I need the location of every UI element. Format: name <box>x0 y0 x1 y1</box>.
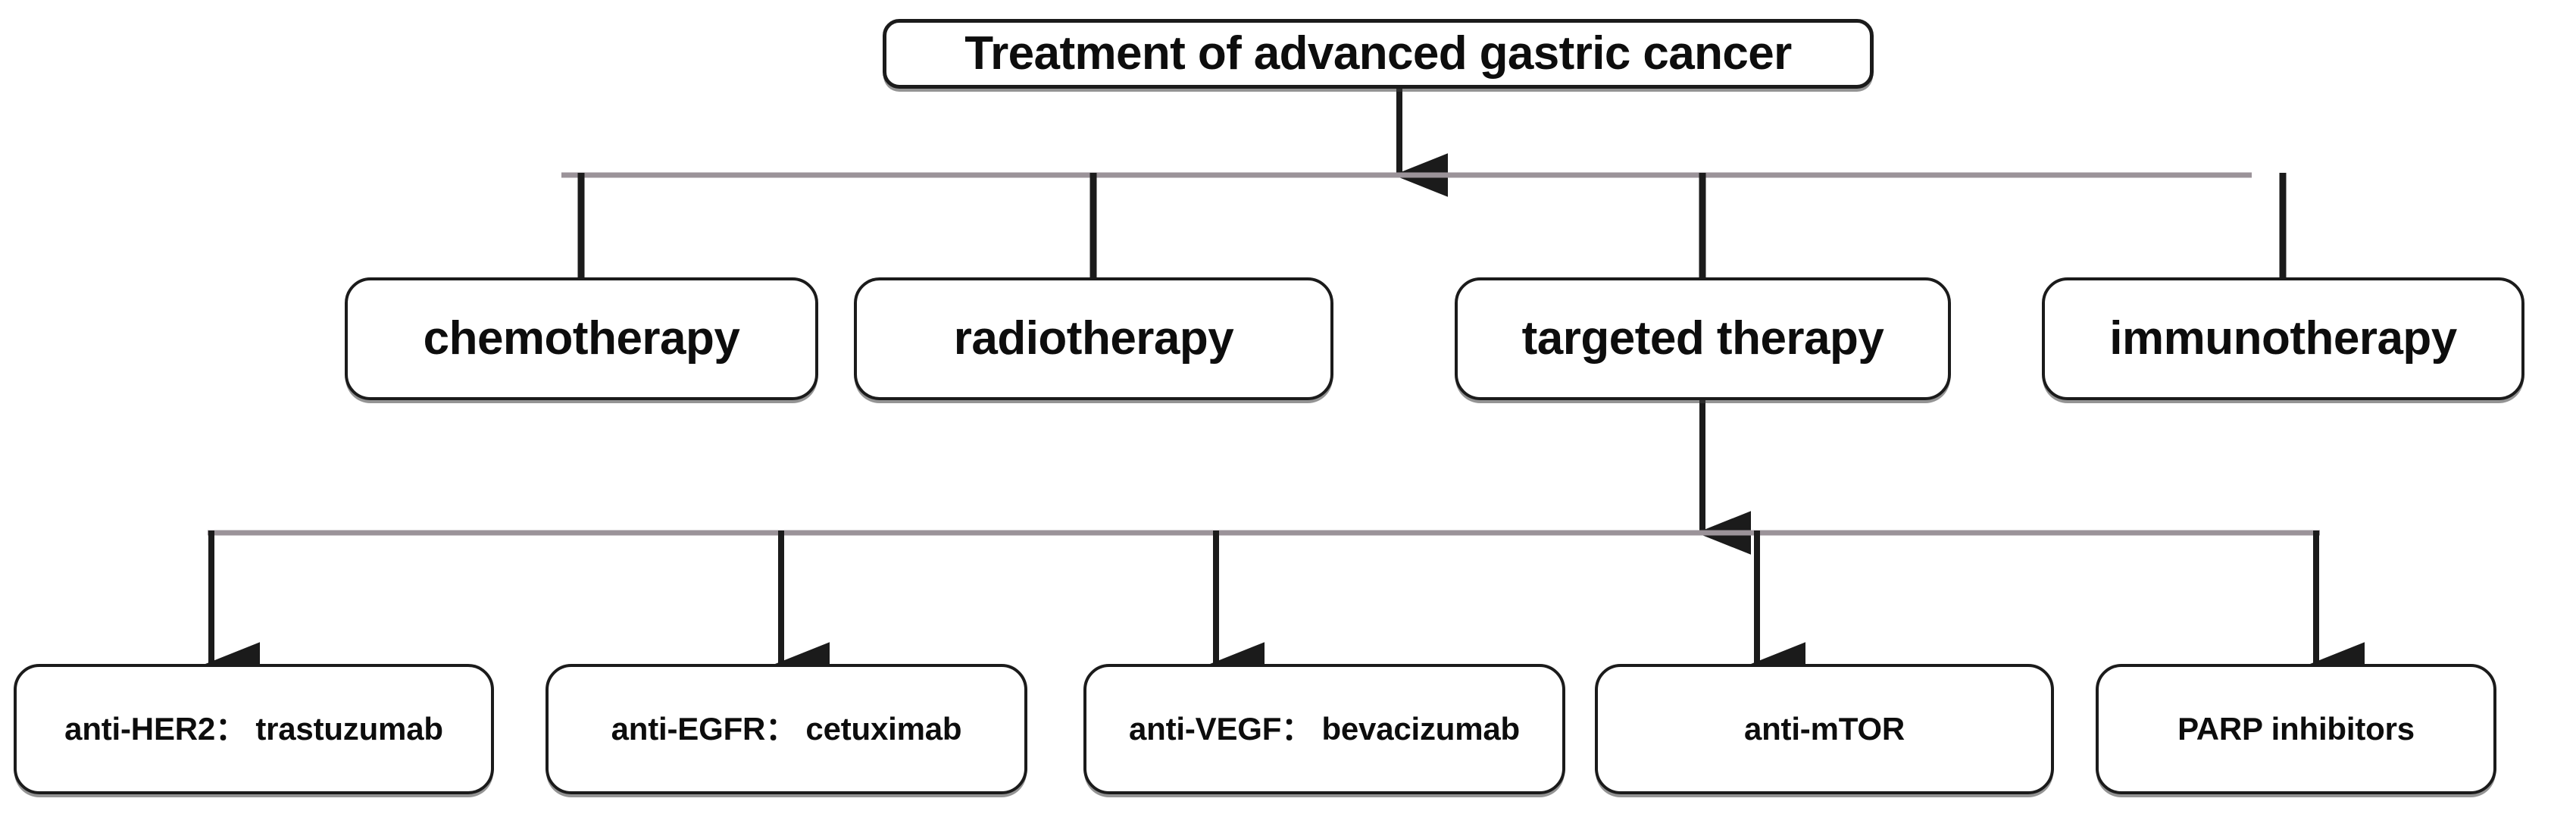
node-targeted-therapy-label: targeted therapy <box>1521 312 1884 365</box>
node-chemotherapy-label: chemotherapy <box>423 312 740 365</box>
node-root-treatment[interactable]: Treatment of advanced gastric cancer <box>883 19 1874 89</box>
node-immunotherapy-label: immunotherapy <box>2109 312 2457 365</box>
node-anti-mtor-label: anti-mTOR <box>1743 710 1905 747</box>
node-anti-egfr-cetuximab[interactable]: anti-EGFR： cetuximab <box>546 664 1027 794</box>
node-chemotherapy[interactable]: chemotherapy <box>345 277 818 400</box>
node-targeted-therapy[interactable]: targeted therapy <box>1455 277 1951 400</box>
node-root-label: Treatment of advanced gastric cancer <box>964 27 1792 80</box>
node-anti-mtor[interactable]: anti-mTOR <box>1595 664 2054 794</box>
node-anti-egfr-label: anti-EGFR： cetuximab <box>611 710 962 747</box>
node-anti-her2-label: anti-HER2： trastuzumab <box>64 710 443 747</box>
node-anti-vegf-bevacizumab[interactable]: anti-VEGF： bevacizumab <box>1083 664 1565 794</box>
node-immunotherapy[interactable]: immunotherapy <box>2042 277 2524 400</box>
node-anti-her2-trastuzumab[interactable]: anti-HER2： trastuzumab <box>14 664 494 794</box>
node-parp-inhibitors-label: PARP inhibitors <box>2177 710 2415 747</box>
node-parp-inhibitors[interactable]: PARP inhibitors <box>2096 664 2496 794</box>
node-anti-vegf-label: anti-VEGF： bevacizumab <box>1128 710 1521 747</box>
node-radiotherapy-label: radiotherapy <box>953 312 1234 365</box>
node-radiotherapy[interactable]: radiotherapy <box>854 277 1333 400</box>
